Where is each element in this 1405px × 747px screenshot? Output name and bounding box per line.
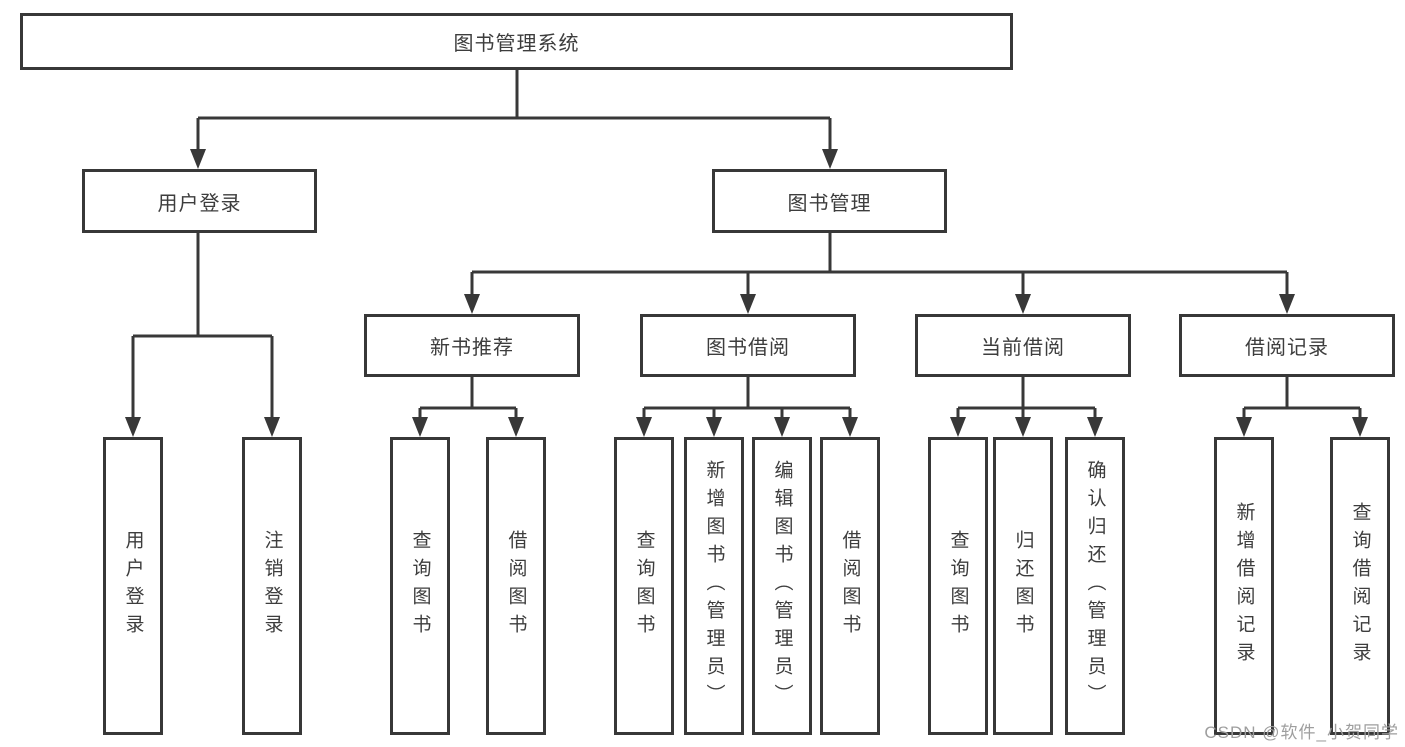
node-book-management: 图书管理 [712, 169, 947, 233]
leaf-newbook-borrow-books: 借阅图书 [486, 437, 546, 735]
leaf-add-books-admin: 新增图书（管理员） [684, 437, 744, 735]
node-current-borrow-label: 当前借阅 [981, 337, 1065, 359]
leaf-add-borrow-record-label: 新增借阅记录 [1233, 502, 1255, 670]
leaf-query-borrow-record: 查询借阅记录 [1330, 437, 1390, 735]
leaf-query-borrow-record-label: 查询借阅记录 [1349, 502, 1371, 670]
leaf-confirm-return-admin-label: 确认归还（管理员） [1084, 460, 1106, 712]
leaf-current-query-books: 查询图书 [928, 437, 988, 735]
node-book-borrow-label: 图书借阅 [706, 337, 790, 359]
node-current-borrow: 当前借阅 [915, 314, 1131, 377]
leaf-borrow-query-books-label: 查询图书 [633, 530, 655, 642]
leaf-borrow-query-books: 查询图书 [614, 437, 674, 735]
leaf-edit-books-admin: 编辑图书（管理员） [752, 437, 812, 735]
leaf-newbook-query-books: 查询图书 [390, 437, 450, 735]
node-root-system: 图书管理系统 [20, 13, 1013, 70]
leaf-newbook-query-books-label: 查询图书 [409, 530, 431, 642]
node-borrow-record-label: 借阅记录 [1245, 337, 1329, 359]
leaf-confirm-return-admin: 确认归还（管理员） [1065, 437, 1125, 735]
node-book-borrow: 图书借阅 [640, 314, 856, 377]
leaf-return-books: 归还图书 [993, 437, 1053, 735]
node-borrow-record: 借阅记录 [1179, 314, 1395, 377]
leaf-borrow-books: 借阅图书 [820, 437, 880, 735]
leaf-add-books-admin-label: 新增图书（管理员） [703, 460, 725, 712]
node-user-login-label: 用户登录 [157, 192, 242, 215]
leaf-logout-label: 注销登录 [261, 530, 283, 642]
csdn-watermark: CSDN @软件_小贺同学 [1204, 723, 1399, 742]
leaf-edit-books-admin-label: 编辑图书（管理员） [771, 460, 793, 712]
leaf-borrow-books-label: 借阅图书 [839, 530, 861, 642]
node-root-system-label: 图书管理系统 [453, 33, 580, 55]
node-book-management-label: 图书管理 [787, 192, 872, 215]
node-new-book-recommend-label: 新书推荐 [430, 337, 514, 359]
leaf-user-login-label: 用户登录 [122, 530, 144, 642]
leaf-logout: 注销登录 [242, 437, 302, 735]
leaf-add-borrow-record: 新增借阅记录 [1214, 437, 1274, 735]
leaf-user-login: 用户登录 [103, 437, 163, 735]
leaf-newbook-borrow-books-label: 借阅图书 [505, 530, 527, 642]
node-new-book-recommend: 新书推荐 [364, 314, 580, 377]
leaf-current-query-books-label: 查询图书 [947, 530, 969, 642]
leaf-return-books-label: 归还图书 [1012, 530, 1034, 642]
node-user-login: 用户登录 [82, 169, 317, 233]
